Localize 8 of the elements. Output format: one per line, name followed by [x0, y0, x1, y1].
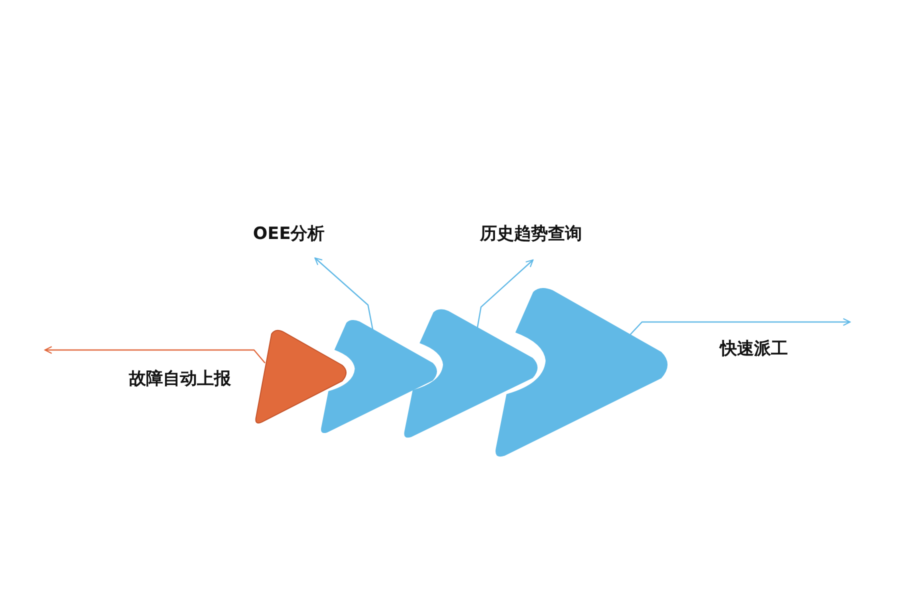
leader-arrow [314, 257, 374, 332]
leader-arrow [476, 259, 534, 330]
step-label: OEE分析 [253, 223, 325, 245]
step-label: 快速派工 [720, 338, 788, 360]
leader-arrow [44, 346, 266, 364]
leader-arrow [628, 318, 851, 338]
step-label: 历史趋势查询 [480, 223, 582, 245]
step-label: 故障自动上报 [129, 368, 231, 390]
